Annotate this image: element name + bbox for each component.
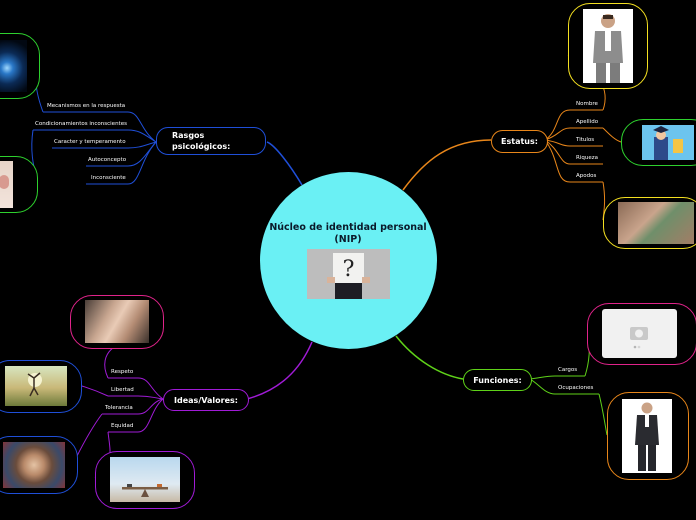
holding-hands-node[interactable] [70,295,164,349]
sub-cargos[interactable]: Cargos [558,367,578,373]
branch-label: Ideas/Valores: [174,395,238,405]
sub-libertad[interactable]: Libertad [111,387,134,393]
balance-node[interactable] [95,451,195,509]
dark-suit-man-node[interactable] [607,392,689,480]
child-image-node[interactable] [0,156,38,213]
holding-hands-image [85,300,149,343]
central-title: Núcleo de identidad personal (NIP) [269,222,427,245]
child-image [0,161,13,208]
sub-tolerancia[interactable]: Tolerancia [105,405,133,411]
galaxy-image-node[interactable] [0,33,40,99]
sub-caracter[interactable]: Caracter y temperamento [54,139,126,145]
united-hands-image [3,442,65,488]
sub-respeto[interactable]: Respeto [111,369,134,375]
freedom-jump-node[interactable] [0,360,82,413]
branch-funciones[interactable]: Funciones: [463,369,532,391]
sub-apellido[interactable]: Apellido [576,119,599,125]
suit-man-image-node[interactable] [568,3,648,89]
balance-image [110,457,180,502]
sub-autoconcepto[interactable]: Autoconcepto [88,157,127,163]
graduate-image [642,125,694,160]
sub-ocupaciones[interactable]: Ocupaciones [558,385,594,391]
money-hands-image [618,202,694,244]
photo-placeholder-node[interactable] [587,303,696,365]
freedom-jump-image [5,366,67,406]
branch-label: Estatus: [501,137,538,146]
sub-titulos[interactable]: Titulos [576,137,595,143]
graduate-image-node[interactable] [621,119,696,166]
money-hands-image-node[interactable] [603,197,696,249]
branch-label: Funciones: [473,375,522,385]
photo-placeholder-image [602,309,677,358]
sub-condicionamientos[interactable]: Condicionamientos inconscientes [35,121,127,127]
sub-equidad[interactable]: Equidad [111,423,134,429]
branch-estatus[interactable]: Estatus: [491,130,548,153]
suit-man-image [583,9,633,83]
svg-text:?: ? [343,257,355,282]
branch-label: Rasgos psicológicos: [172,131,231,151]
galaxy-image [0,40,27,92]
sub-riqueza[interactable]: Riqueza [576,155,598,161]
sub-apodos[interactable]: Apodos [576,173,597,179]
sub-inconsciente[interactable]: Inconsciente [91,175,126,181]
sub-nombre[interactable]: Nombre [576,101,598,107]
sub-mecanismos[interactable]: Mecanismos en la respuesta [47,103,126,109]
question-man-image: ? [307,249,390,299]
branch-ideas-valores[interactable]: Ideas/Valores: [163,389,249,411]
branch-rasgos-psicologicos[interactable]: Rasgos psicológicos: [156,127,266,155]
dark-suit-man-image [622,399,672,473]
united-hands-node[interactable] [0,436,78,494]
